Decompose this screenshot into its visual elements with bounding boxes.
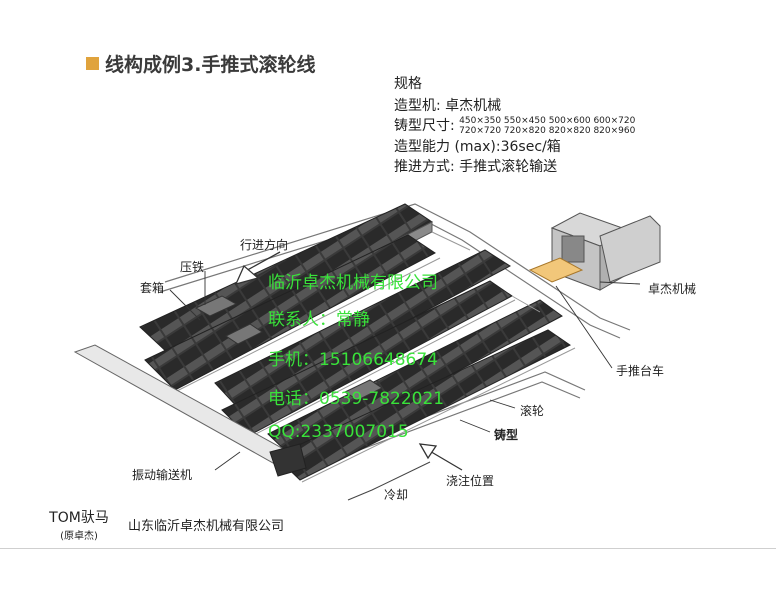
label-cooling: 冷却: [384, 488, 409, 502]
leader-lines: [169, 271, 641, 471]
vibration-conveyor: [73, 344, 307, 477]
contact-mobile: 手机：15106648674: [268, 350, 438, 370]
mold-row-3: [214, 249, 511, 411]
diagram-title: 线构成例3.手推式滚轮线: [86, 50, 315, 77]
label-weight: 压铁: [180, 260, 205, 274]
spec-size: 铸型尺寸: 450×350 550×450 500×600 600×720 72…: [394, 115, 635, 136]
spec-size-row1: 450×350 550×450 500×600 600×720: [459, 116, 636, 126]
brand-logo: TOM驮马 (原卓杰): [40, 505, 118, 545]
label-roller: 滚轮: [520, 404, 545, 418]
cooling-bracket: [347, 461, 431, 501]
title-text: 线构成例3.手推式滚轮线: [105, 54, 316, 76]
contact-company: 临沂卓杰机械有限公司: [268, 273, 438, 293]
label-conveyor: 振动输送机: [132, 468, 193, 482]
production-line-drawing: [73, 203, 661, 501]
molding-machine: [550, 212, 661, 291]
label-direction: 行进方向: [240, 238, 289, 252]
spec-size-row2: 720×720 720×820 820×820 820×960: [459, 126, 636, 136]
contact-phone: 电话：0539-7822021: [268, 389, 445, 409]
brand-sub: (原卓杰): [60, 531, 98, 542]
contact-person: 联系人：常静: [268, 310, 370, 330]
spec-machine: 造型机: 卓杰机械: [394, 98, 502, 114]
roller-rails: [174, 231, 576, 483]
press-weights: [194, 295, 383, 401]
label-flask: 套箱: [140, 281, 165, 295]
spec-capacity: 造型能力 (max):36sec/箱: [394, 139, 561, 155]
footer-company: 山东临沂卓杰机械有限公司: [128, 519, 285, 534]
label-cart: 手推台车: [616, 364, 665, 378]
direction-arrow-icon: [234, 251, 287, 285]
mold-row-2: [144, 234, 436, 391]
diagram-frame: [0, 548, 776, 549]
mold-rows: [139, 203, 571, 481]
spec-drive: 推进方式: 手推式滚轮输送: [394, 159, 558, 175]
spec-heading: 规格: [394, 76, 422, 92]
hand-cart: [528, 257, 584, 283]
label-machine: 卓杰机械: [648, 282, 697, 296]
brand-name: TOM驮马: [49, 510, 109, 526]
title-bullet-icon: [86, 57, 99, 70]
spec-size-values: 450×350 550×450 500×600 600×720 720×720 …: [459, 116, 635, 136]
spec-size-label: 铸型尺寸:: [394, 118, 455, 134]
contact-qq: QQ:2337007015: [268, 422, 409, 442]
pouring-arrow-icon: [418, 443, 463, 471]
label-pouring: 浇注位置: [446, 474, 495, 488]
label-mold: 铸型: [494, 428, 519, 442]
